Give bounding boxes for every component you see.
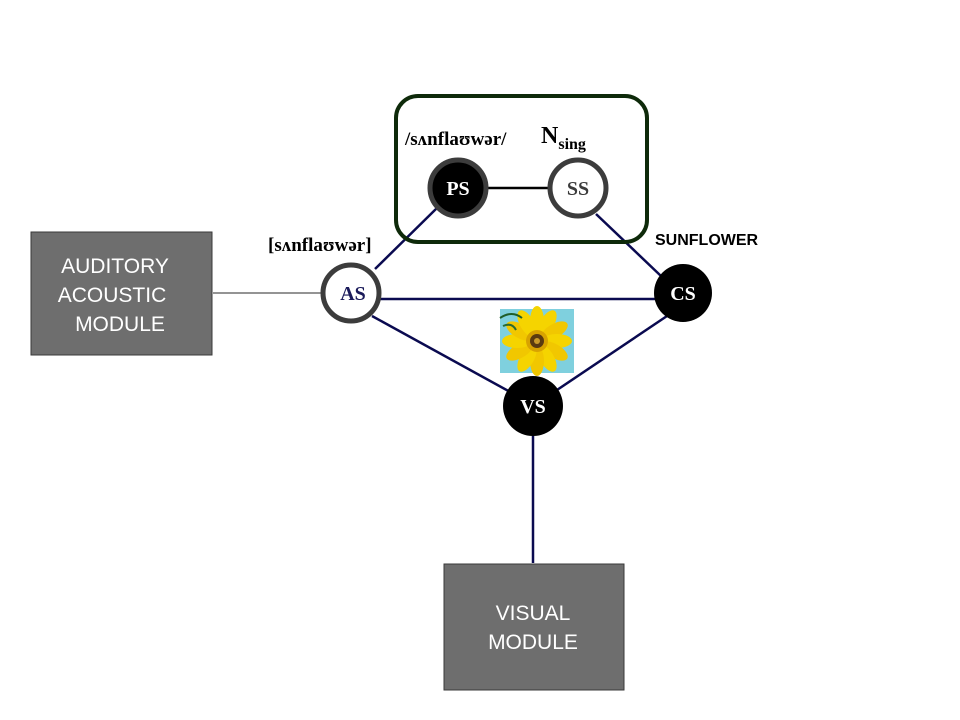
visual-module-line-1: VISUAL: [496, 602, 571, 625]
ss-node: SS: [547, 157, 609, 219]
sunflower-image: [499, 306, 574, 376]
concept-label: SUNFLOWER: [655, 232, 759, 249]
ps-ss-frame: [394, 94, 649, 244]
ss-node-label: SS: [567, 178, 589, 200]
cs-node: CS: [654, 264, 712, 322]
visual-module-line-2: MODULE: [488, 631, 578, 654]
as-node-label: AS: [340, 283, 366, 305]
syntactic-category-subscript: sing: [558, 136, 586, 153]
auditory-module-line-2: ACOUSTIC: [58, 284, 167, 307]
auditory-module-line-1: AUDITORY: [61, 255, 169, 278]
phonological-form-label: /sʌnflaʊwər/: [404, 129, 507, 150]
as-node: AS: [320, 262, 382, 324]
phonetic-form-label: [sʌnflaʊwər]: [268, 235, 372, 256]
syntactic-category-label: Nsing: [541, 123, 586, 153]
link-cs-vs: [553, 312, 671, 394]
link-ss-cs: [595, 213, 662, 277]
syntactic-category-main: N: [541, 123, 559, 149]
vs-node-label: VS: [520, 396, 546, 418]
ps-node: PS: [427, 157, 489, 219]
link-as-vs: [371, 314, 513, 395]
auditory-acoustic-module: AUDITORY ACOUSTIC MODULE: [30, 231, 213, 356]
ps-node-label: PS: [446, 178, 469, 200]
cs-node-label: CS: [670, 283, 696, 305]
vs-node: VS: [503, 376, 563, 436]
visual-module: VISUAL MODULE: [443, 563, 625, 691]
auditory-module-line-3: MODULE: [75, 313, 165, 336]
